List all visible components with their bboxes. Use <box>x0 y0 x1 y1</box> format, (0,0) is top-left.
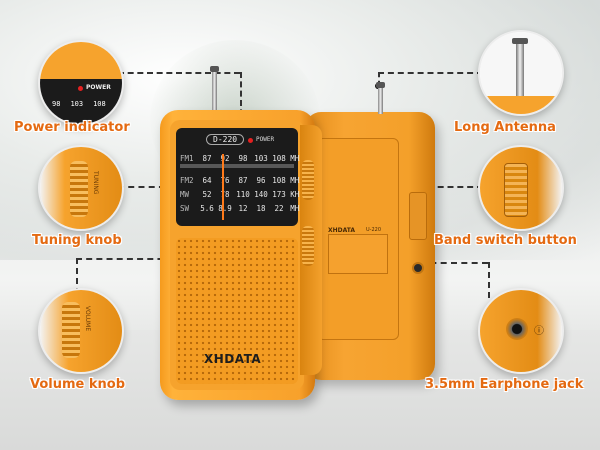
power-label: POWER <box>256 136 275 143</box>
closeup-tuning-label: TUNING <box>92 171 99 195</box>
dial-row: FM1 87 92 98 103 108 MHZ <box>180 154 304 163</box>
closeup-antenna-rod <box>516 40 524 96</box>
radio-back-view: XHDATA U-220 <box>305 112 435 380</box>
headphone-icon: ⓘ <box>534 326 544 337</box>
leader-antenna <box>378 72 483 74</box>
dial-band: FM1 <box>180 154 194 163</box>
spec-label-plate <box>328 234 388 274</box>
tuning-needle <box>222 154 224 220</box>
dial-value: 18 <box>256 204 266 213</box>
dial-value: 22 <box>274 204 284 213</box>
dial-value: 52 <box>202 190 212 199</box>
dial-value: 98 <box>238 154 248 163</box>
dial-value: 110 <box>236 190 250 199</box>
closeup-power-indicator: POWER 98 103 108 <box>38 40 124 126</box>
dial-value: 108 <box>272 154 286 163</box>
caption-power-indicator: Power indicator <box>14 120 130 135</box>
dial-unit: KHZ <box>290 190 304 199</box>
leader-jack <box>420 262 488 264</box>
dial-value: 140 <box>254 190 268 199</box>
dial-row: FM2 64 76 87 96 108 MHZ <box>180 176 304 185</box>
closeup-volume-label: VOLUME <box>84 306 91 332</box>
dial-value: 5.6 <box>200 204 214 213</box>
closeup-volume-bg <box>40 290 122 372</box>
dial-value: 87 <box>238 176 248 185</box>
earphone-jack[interactable] <box>412 262 424 274</box>
dial-value: 87 <box>202 154 212 163</box>
closeup-tuning-wheel <box>70 161 88 217</box>
closeup-power-bg <box>40 42 122 124</box>
closeup-number: 98 <box>52 100 61 108</box>
volume-knob[interactable] <box>302 226 314 266</box>
leader-antenna-vertical <box>378 72 380 86</box>
front-antenna-cap <box>210 66 219 72</box>
closeup-power-label: POWER <box>86 84 111 91</box>
closeup-volume-knob: VOLUME <box>38 288 124 374</box>
dial-row: MW 52 78 110 140 173 KHZ <box>180 190 304 199</box>
closeup-number: 103 <box>70 100 84 108</box>
dial-band: FM2 <box>180 176 194 185</box>
radio-front-view: D-220 POWER FM1 87 92 98 103 108 MHZ FM2… <box>160 110 315 400</box>
dial-value: 78 <box>220 190 230 199</box>
model-badge: D-220 <box>206 134 245 145</box>
back-antenna-cap <box>376 82 385 88</box>
dial-value: 64 <box>202 176 212 185</box>
caption-earphone-jack: 3.5mm Earphone jack <box>425 377 584 392</box>
dial-row: SW 5.6 8.9 12 18 22 MHZ <box>180 204 304 213</box>
dial-value: 108 <box>272 176 286 185</box>
back-antenna-rod <box>378 86 383 114</box>
band-switch[interactable] <box>409 192 427 240</box>
closeup-band-switch <box>478 145 564 231</box>
back-model-label: U-220 <box>366 227 382 233</box>
dial-value: 103 <box>254 154 268 163</box>
dial-value: 92 <box>220 154 230 163</box>
dial-value: 76 <box>220 176 230 185</box>
dial-value: 173 <box>272 190 286 199</box>
front-antenna-rod <box>212 70 217 114</box>
leader-power <box>118 72 240 74</box>
leader-band <box>418 186 483 188</box>
dial-unit: MHZ <box>290 154 304 163</box>
closeup-tuning-knob: TUNING <box>38 145 124 231</box>
closeup-jack-hole <box>506 318 528 340</box>
tuning-dial: D-220 POWER FM1 87 92 98 103 108 MHZ FM2… <box>176 128 304 226</box>
closeup-earphone-jack: ⓘ <box>478 288 564 374</box>
caption-volume-knob: Volume knob <box>30 377 126 392</box>
dial-unit: MHZ <box>290 176 304 185</box>
caption-long-antenna: Long Antenna <box>454 120 556 135</box>
closeup-antenna-cap <box>512 38 528 44</box>
dial-band: MW <box>180 190 190 199</box>
leader-jack-vertical <box>488 262 490 298</box>
closeup-number: 108 <box>93 100 106 108</box>
dial-scale <box>180 164 294 168</box>
power-led-icon <box>78 86 83 91</box>
power-led-icon <box>248 138 253 143</box>
closeup-antenna <box>478 30 564 116</box>
tuning-knob[interactable] <box>302 160 314 200</box>
brand-logo: XHDATA <box>204 352 262 366</box>
closeup-volume-wheel <box>62 302 80 358</box>
caption-tuning-knob: Tuning knob <box>32 233 122 248</box>
dial-unit: MHZ <box>290 204 304 213</box>
speaker-grill <box>176 238 298 384</box>
dial-value: 96 <box>256 176 266 185</box>
dial-band: SW <box>180 204 190 213</box>
closeup-band-slider <box>504 163 528 217</box>
leader-volume-vertical <box>76 258 78 294</box>
front-face: D-220 POWER FM1 87 92 98 103 108 MHZ FM2… <box>170 120 304 390</box>
dial-value: 8.9 <box>218 204 232 213</box>
battery-cover: XHDATA U-220 <box>317 138 399 340</box>
leader-power-vertical <box>240 72 242 134</box>
caption-band-switch: Band switch button <box>434 233 577 248</box>
dial-value: 12 <box>238 204 248 213</box>
closeup-dial-numbers: 98 103 108 <box>52 100 106 108</box>
back-brand-label: XHDATA <box>328 227 356 234</box>
